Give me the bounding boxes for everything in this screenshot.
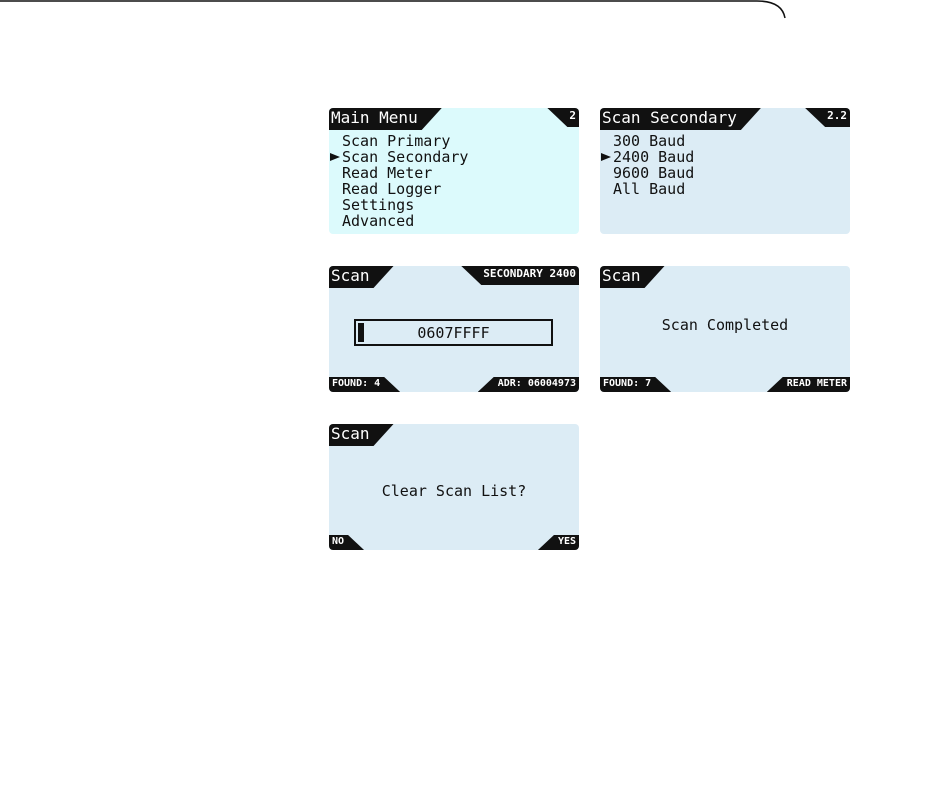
menu-item-2400-baud[interactable]: 2400 Baud: [613, 149, 694, 165]
screen-title: Scan: [600, 266, 665, 288]
clear-scan-question: Clear Scan List?: [329, 482, 579, 500]
current-address: ADR: 06004973: [478, 377, 579, 392]
main-menu-screen: Main Menu 2 Scan Primary Scan Secondary …: [329, 108, 579, 234]
menu-item-label: Advanced: [342, 212, 414, 230]
screen-title: Main Menu: [329, 108, 442, 130]
clear-scan-screen: Scan Clear Scan List? NO YES: [329, 424, 579, 550]
menu-item-all-baud[interactable]: All Baud: [613, 181, 694, 197]
screen-title: Scan Secondary: [600, 108, 761, 130]
scan-progress-screen: Scan SECONDARY 2400 0607FFFF FOUND: 4 AD…: [329, 266, 579, 392]
menu-item-settings[interactable]: Settings: [342, 197, 468, 213]
selection-arrow-icon: [330, 153, 340, 161]
main-menu-list: Scan Primary Scan Secondary Read Meter R…: [342, 133, 468, 229]
screen-title: Scan: [329, 266, 394, 288]
scan-completed-screen: Scan Scan Completed FOUND: 7 READ METER: [600, 266, 850, 392]
menu-item-read-logger[interactable]: Read Logger: [342, 181, 468, 197]
menu-item-label: All Baud: [613, 180, 685, 198]
menu-item-advanced[interactable]: Advanced: [342, 213, 468, 229]
menu-item-read-meter[interactable]: Read Meter: [342, 165, 468, 181]
menu-number-badge: 2.2: [805, 108, 850, 127]
menu-item-scan-primary[interactable]: Scan Primary: [342, 133, 468, 149]
read-meter-softkey[interactable]: READ METER: [767, 377, 850, 392]
menu-item-300-baud[interactable]: 300 Baud: [613, 133, 694, 149]
baud-menu-list: 300 Baud 2400 Baud 9600 Baud All Baud: [613, 133, 694, 197]
menu-number-badge: 2: [547, 108, 579, 127]
found-count: FOUND: 7: [600, 377, 671, 392]
menu-item-scan-secondary[interactable]: Scan Secondary: [342, 149, 468, 165]
screen-title: Scan: [329, 424, 394, 446]
menu-item-9600-baud[interactable]: 9600 Baud: [613, 165, 694, 181]
scan-progress-bar: 0607FFFF: [354, 319, 553, 346]
scan-mode-badge: SECONDARY 2400: [461, 266, 579, 285]
scan-secondary-screen: Scan Secondary 2.2 300 Baud 2400 Baud 96…: [600, 108, 850, 234]
selection-arrow-icon: [601, 153, 611, 161]
found-count: FOUND: 4: [329, 377, 400, 392]
scan-completed-message: Scan Completed: [600, 316, 850, 334]
progress-address-value: 0607FFFF: [356, 324, 551, 342]
page-top-rule: [0, 0, 935, 20]
yes-softkey[interactable]: YES: [538, 535, 579, 550]
no-softkey[interactable]: NO: [329, 535, 364, 550]
